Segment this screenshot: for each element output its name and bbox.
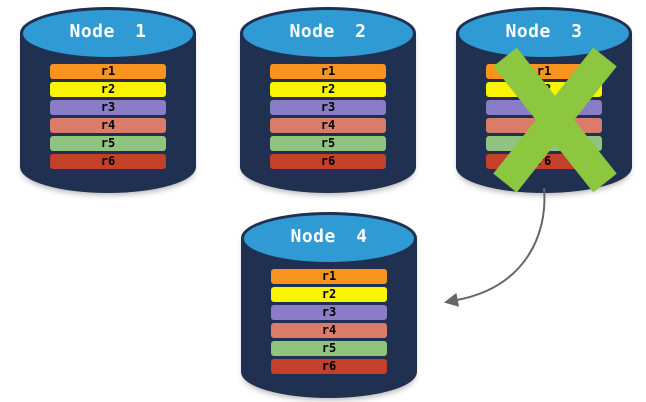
node-3-cylinder: Node 3 r1 r2 r3 r4 r5 r6 xyxy=(456,7,632,193)
db-row: r4 xyxy=(271,323,387,338)
db-row: r5 xyxy=(50,136,166,151)
db-row: r1 xyxy=(270,64,386,79)
db-row: r3 xyxy=(271,305,387,320)
node-3-cylinder-top xyxy=(459,10,629,57)
node-4-cylinder-top xyxy=(244,215,414,262)
db-row: r4 xyxy=(270,118,386,133)
node-2-title: Node 2 xyxy=(289,21,367,42)
db-row: r3 xyxy=(50,100,166,115)
db-row: r6 xyxy=(271,359,387,374)
db-row: r1 xyxy=(271,269,387,284)
db-row: r6 xyxy=(270,154,386,169)
db-row: r4 xyxy=(50,118,166,133)
node-1-rows: r1 r2 r3 r4 r5 r6 xyxy=(50,64,166,169)
node-4-cylinder: Node 4 r1 r2 r3 r4 r5 r6 xyxy=(241,212,417,398)
db-row: r2 xyxy=(271,287,387,302)
db-row: r1 xyxy=(50,64,166,79)
db-row: r6 xyxy=(50,154,166,169)
db-row: r5 xyxy=(271,341,387,356)
db-row: r2 xyxy=(50,82,166,97)
node-4-rows: r1 r2 r3 r4 r5 r6 xyxy=(271,269,387,374)
node-1-title: Node 1 xyxy=(69,21,147,42)
node-2-cylinder-top xyxy=(243,10,413,57)
failed-cross-icon xyxy=(493,47,617,193)
node-2-cylinder: Node 2 r1 r2 r3 r4 r5 r6 xyxy=(240,7,416,193)
node-3-title: Node 3 xyxy=(505,21,583,42)
db-row: r2 xyxy=(270,82,386,97)
node-1-cylinder-top xyxy=(23,10,193,57)
node-1-cylinder: Node 1 r1 r2 r3 r4 r5 r6 xyxy=(20,7,196,193)
db-row: r3 xyxy=(270,100,386,115)
db-row: r5 xyxy=(270,136,386,151)
node-4-title: Node 4 xyxy=(290,226,368,247)
node-2-rows: r1 r2 r3 r4 r5 r6 xyxy=(270,64,386,169)
